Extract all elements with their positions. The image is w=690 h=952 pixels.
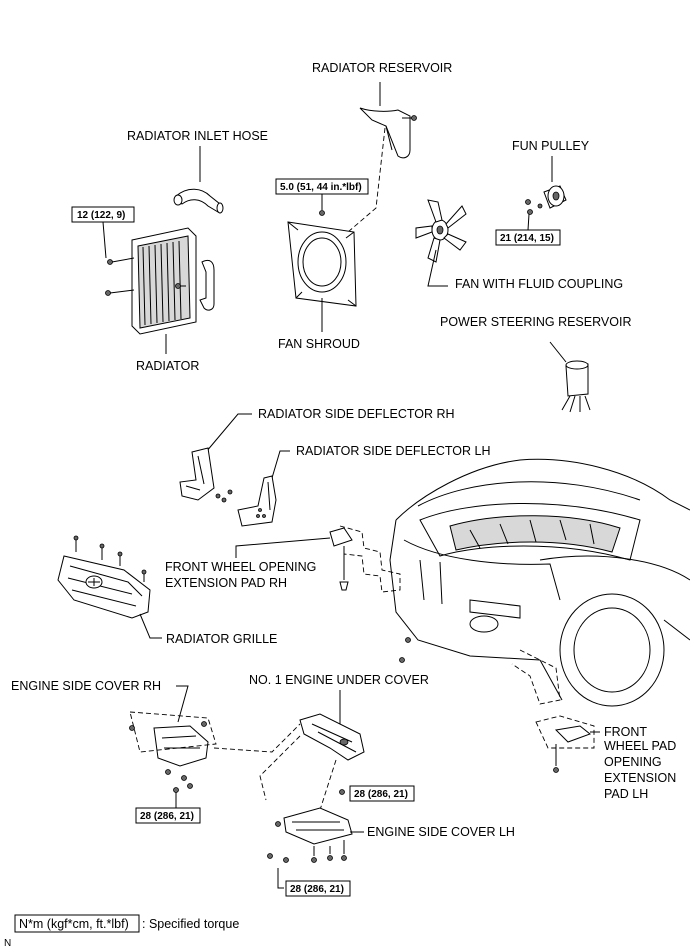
reservoir-dash-line: [347, 127, 386, 233]
deflector-lh-leader: [271, 450, 290, 479]
front-wheel-opening-pad-rh-label-line1: FRONT WHEEL OPENING: [165, 560, 316, 574]
side-cover-lh-torque-spec: 28 (286, 21): [290, 884, 344, 895]
vehicle-front-part: [389, 458, 690, 707]
fun-pulley-label: FUN PULLEY: [512, 139, 590, 153]
corner-mark: N: [4, 938, 11, 949]
ps-reservoir-leader: [549, 341, 567, 363]
front-wheel-pad-lh-label-line3: OPENING: [604, 755, 662, 769]
radiator-reservoir-label: RADIATOR RESERVOIR: [312, 61, 452, 75]
fan-shroud-bolt-icon: [319, 210, 325, 216]
under-cover-bolt-icon: [339, 789, 345, 795]
deflector-rh-leader: [205, 413, 252, 453]
under-cover-dash-line: [213, 723, 301, 801]
fun-pulley-part: [525, 185, 567, 215]
fun-pulley-torque-spec: 21 (214, 15): [500, 233, 554, 244]
fan-shroud-part: [287, 221, 357, 307]
engine-side-cover-rh-label: ENGINE SIDE COVER RH: [11, 679, 161, 693]
side-cover-rh-leader: [176, 685, 189, 723]
under-cover-torque-spec: 28 (286, 21): [354, 789, 408, 800]
fan-shroud-torque-spec: 5.0 (51, 44 in.*lbf): [280, 182, 362, 193]
fan-shroud-label: FAN SHROUD: [278, 337, 360, 351]
power-steering-reservoir-label: POWER STEERING RESERVOIR: [440, 315, 631, 329]
under-cover-torque-box: [349, 785, 415, 802]
front-wheel-pad-lh-label-line1: FRONT: [604, 725, 647, 739]
power-steering-reservoir-part: [561, 360, 591, 413]
front-wheel-opening-pad-rh-part: [329, 527, 353, 591]
radiator-grille-label: RADIATOR GRILLE: [166, 632, 277, 646]
radiator-torque-leader: [102, 221, 107, 259]
side-cover-rh-torque-spec: 28 (286, 21): [140, 811, 194, 822]
legend-unit: N*m (kgf*cm, ft.*lbf): [19, 917, 129, 931]
front-wheel-pad-lh-part: [553, 725, 592, 773]
no1-engine-under-cover-part: [299, 713, 365, 761]
front-wheel-pad-lh-label-line2: WHEEL PAD: [604, 739, 676, 753]
radiator-side-deflector-lh-part: [237, 475, 277, 527]
radiator-grille-leader: [139, 613, 162, 639]
radiator-part: [105, 227, 215, 335]
fan-with-fluid-coupling-label: FAN WITH FLUID COUPLING: [455, 277, 623, 291]
radiator-label: RADIATOR: [136, 359, 199, 373]
radiator-side-deflector-lh-label: RADIATOR SIDE DEFLECTOR LH: [296, 444, 490, 458]
front-wheel-pad-lh-label-line5: PAD LH: [604, 787, 648, 801]
fun-pulley-torque-leader: [527, 213, 530, 231]
legend-unit-box: [14, 914, 140, 933]
vehicle-dash-outline: [511, 649, 561, 705]
front-wheel-opening-pad-rh-label-line2: EXTENSION PAD RH: [165, 576, 287, 590]
engine-side-cover-lh-label: ENGINE SIDE COVER LH: [367, 825, 515, 839]
front-wheel-pad-lh-label-line4: EXTENSION: [604, 771, 676, 785]
radiator-inlet-hose-label: RADIATOR INLET HOSE: [127, 129, 268, 143]
radiator-torque-spec: 12 (122, 9): [77, 210, 125, 221]
pad-rh-dash-outline: [339, 525, 401, 593]
side-cover-lh-torque-box: [285, 880, 351, 897]
pad-rh-leader: [235, 537, 331, 558]
radiator-grille-part: [57, 535, 151, 619]
no1-engine-under-cover-label: NO. 1 ENGINE UNDER COVER: [249, 673, 429, 687]
radiator-side-deflector-rh-label: RADIATOR SIDE DEFLECTOR RH: [258, 407, 455, 421]
radiator-inlet-hose-part: [173, 188, 224, 214]
side-cover-rh-torque-box: [135, 807, 201, 824]
engine-side-cover-lh-part: [267, 807, 353, 863]
fan-coupling-leader: [427, 249, 448, 287]
radiator-side-deflector-rh-part: [179, 447, 233, 503]
side-cover-lh-torque-leader: [277, 868, 284, 889]
side-cover-rh-dash-outline: [129, 711, 217, 753]
fan-with-fluid-coupling-part: [415, 199, 467, 263]
pad-lh-dash-outline: [535, 715, 595, 749]
legend-text: : Specified torque: [142, 917, 239, 931]
engine-side-cover-rh-part: [129, 721, 209, 793]
radiator-reservoir-part: [359, 82, 417, 159]
